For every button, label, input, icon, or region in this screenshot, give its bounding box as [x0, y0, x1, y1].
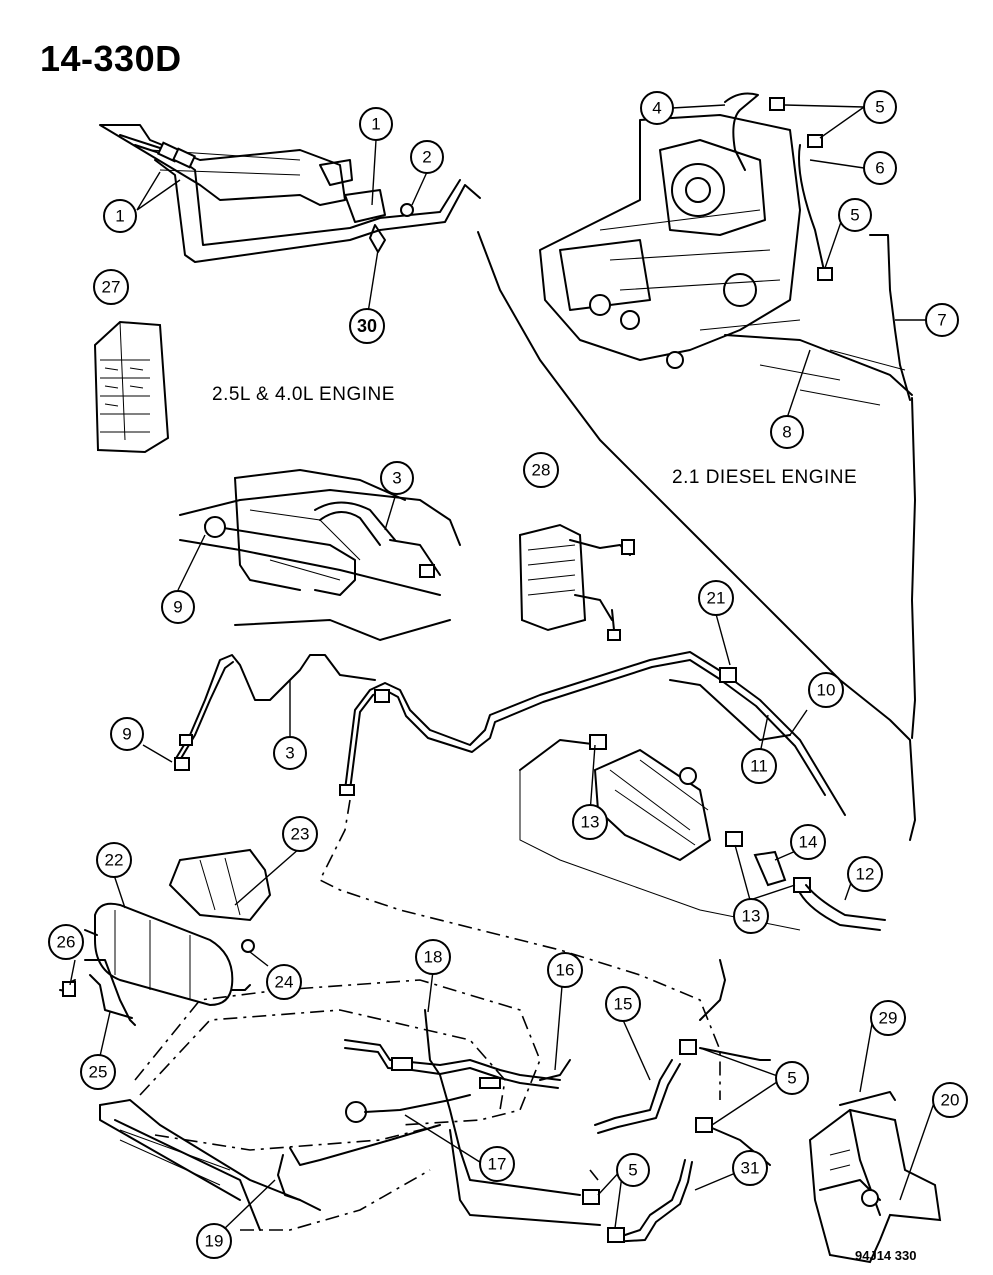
callout-13: 13 — [572, 804, 608, 840]
callout-3: 3 — [380, 461, 414, 495]
svg-text:22: 22 — [105, 851, 124, 870]
callout-11: 11 — [741, 748, 777, 784]
svg-text:4: 4 — [652, 99, 661, 118]
svg-text:1: 1 — [115, 207, 124, 226]
callout-2: 2 — [410, 140, 444, 174]
leader-lines — [69, 104, 936, 1232]
gas-engine-fuel-lines — [99, 124, 481, 263]
svg-text:20: 20 — [941, 1091, 960, 1110]
svg-text:2: 2 — [422, 148, 431, 167]
gas-engine-label: 2.5L & 4.0L ENGINE — [212, 384, 395, 405]
callout-15: 15 — [605, 986, 641, 1022]
svg-text:7: 7 — [937, 311, 946, 330]
svg-text:5: 5 — [875, 98, 884, 117]
callout-31: 31 — [732, 1150, 768, 1186]
svg-text:5: 5 — [628, 1161, 637, 1180]
callout-5: 5 — [863, 90, 897, 124]
callout-8: 8 — [770, 415, 804, 449]
callout-3: 3 — [273, 736, 307, 770]
callout-22: 22 — [96, 842, 132, 878]
svg-text:9: 9 — [173, 598, 182, 617]
callout-1: 1 — [103, 199, 137, 233]
svg-text:14: 14 — [799, 833, 818, 852]
svg-text:16: 16 — [556, 961, 575, 980]
callout-4: 4 — [640, 91, 674, 125]
svg-text:15: 15 — [614, 995, 633, 1014]
svg-text:17: 17 — [488, 1155, 507, 1174]
svg-text:30: 30 — [357, 316, 377, 336]
svg-text:24: 24 — [275, 973, 294, 992]
svg-text:23: 23 — [291, 825, 310, 844]
svg-text:28: 28 — [532, 461, 551, 480]
fuel-filter — [59, 848, 272, 1026]
callout-18: 18 — [415, 939, 451, 975]
page-title: 14-330D — [40, 38, 182, 79]
callout-5: 5 — [616, 1153, 650, 1187]
svg-text:3: 3 — [392, 469, 401, 488]
callout-21: 21 — [698, 580, 734, 616]
svg-text:31: 31 — [741, 1159, 760, 1178]
callout-13: 13 — [733, 898, 769, 934]
callout-20: 20 — [932, 1082, 968, 1118]
svg-text:19: 19 — [205, 1232, 224, 1251]
callout-28: 28 — [523, 452, 559, 488]
svg-text:13: 13 — [581, 813, 600, 832]
fuel-tank — [99, 979, 601, 1231]
svg-text:5: 5 — [787, 1069, 796, 1088]
svg-text:18: 18 — [424, 948, 443, 967]
callout-1: 1 — [359, 107, 393, 141]
callout-5: 5 — [838, 198, 872, 232]
callout-12: 12 — [847, 856, 883, 892]
svg-text:9: 9 — [122, 725, 131, 744]
canister-hoses — [519, 679, 886, 931]
callout-6: 6 — [863, 151, 897, 185]
module-28 — [518, 523, 635, 641]
callout-7: 7 — [925, 303, 959, 337]
svg-text:1: 1 — [371, 115, 380, 134]
callout-26: 26 — [48, 924, 84, 960]
callout-10: 10 — [808, 672, 844, 708]
callout-29: 29 — [870, 1000, 906, 1036]
bracket-20-29 — [808, 1091, 942, 1264]
control-module-27 — [93, 320, 170, 454]
main-fuel-lines — [318, 231, 916, 1100]
svg-text:11: 11 — [750, 757, 768, 776]
callout-9: 9 — [110, 717, 144, 751]
reference-code: 94J14 330 — [855, 1248, 916, 1263]
svg-text:8: 8 — [782, 423, 791, 442]
callout-16: 16 — [547, 952, 583, 988]
diesel-engine-assembly — [539, 92, 913, 406]
callout-23: 23 — [282, 816, 318, 852]
callout-19: 19 — [196, 1223, 232, 1259]
svg-text:25: 25 — [89, 1063, 108, 1082]
diesel-engine-label: 2.1 DIESEL ENGINE — [672, 467, 857, 488]
svg-text:3: 3 — [285, 744, 294, 763]
svg-text:13: 13 — [742, 907, 761, 926]
svg-text:27: 27 — [102, 278, 121, 297]
svg-text:12: 12 — [856, 865, 875, 884]
callout-24: 24 — [266, 964, 302, 1000]
callout-14: 14 — [790, 824, 826, 860]
callout-27: 27 — [93, 269, 129, 305]
callout-25: 25 — [80, 1054, 116, 1090]
callout-30: 30 — [349, 308, 385, 344]
callout-17: 17 — [479, 1146, 515, 1182]
svg-text:21: 21 — [707, 589, 726, 608]
svg-text:6: 6 — [875, 159, 884, 178]
svg-text:5: 5 — [850, 206, 859, 225]
svg-text:10: 10 — [817, 681, 836, 700]
svg-text:29: 29 — [879, 1009, 898, 1028]
lower-hoses — [539, 959, 771, 1243]
svg-text:26: 26 — [57, 933, 76, 952]
callout-9: 9 — [161, 590, 195, 624]
callout-5: 5 — [775, 1061, 809, 1095]
dash-area — [174, 469, 461, 771]
